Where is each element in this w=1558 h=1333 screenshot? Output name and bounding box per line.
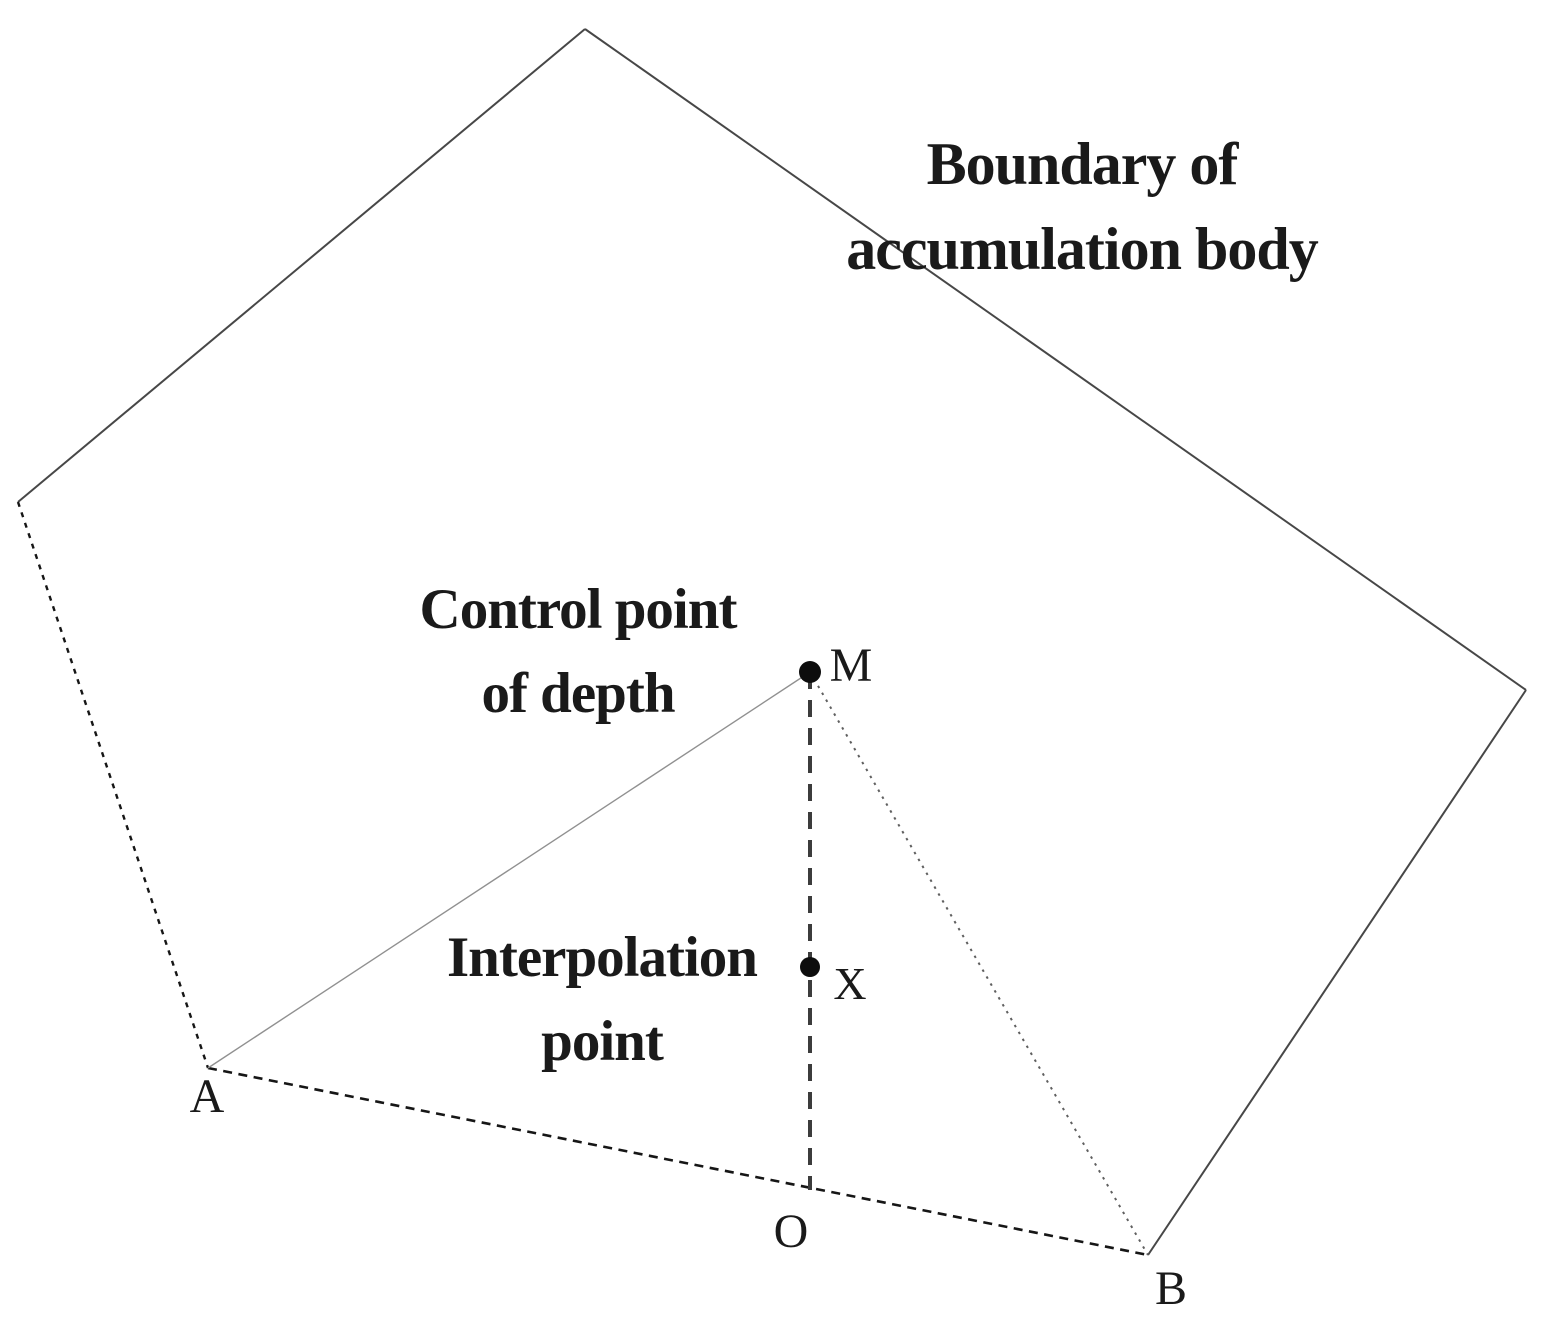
interpolation-annotation-line-2: point bbox=[541, 1010, 664, 1073]
label-M: M bbox=[830, 639, 873, 692]
label-X: X bbox=[833, 958, 866, 1009]
boundary-edge-left-upper bbox=[17, 28, 586, 503]
boundary-edge-right-upper bbox=[584, 28, 1527, 691]
boundary-edge-left-lower bbox=[16, 501, 210, 1069]
triangle-side-M-B bbox=[809, 671, 1149, 1256]
interpolation-point-dot bbox=[800, 957, 820, 977]
boundary-edge-right-lower bbox=[1147, 689, 1527, 1256]
label-O: O bbox=[774, 1205, 809, 1258]
control-point-dot bbox=[799, 661, 821, 683]
boundary-annotation-line-1: Boundary of bbox=[927, 131, 1240, 197]
triangle-side-A-M bbox=[207, 671, 811, 1069]
label-B: B bbox=[1155, 1262, 1187, 1315]
control-point-annotation-line-1: Control point bbox=[420, 578, 738, 641]
boundary-annotation-line-2: accumulation body bbox=[846, 216, 1318, 282]
label-A: A bbox=[190, 1070, 225, 1123]
triangle-side-A-B bbox=[207, 1066, 1149, 1257]
interpolation-annotation-line-1: Interpolation bbox=[447, 926, 757, 989]
control-point-annotation-line-2: of depth bbox=[481, 662, 674, 725]
